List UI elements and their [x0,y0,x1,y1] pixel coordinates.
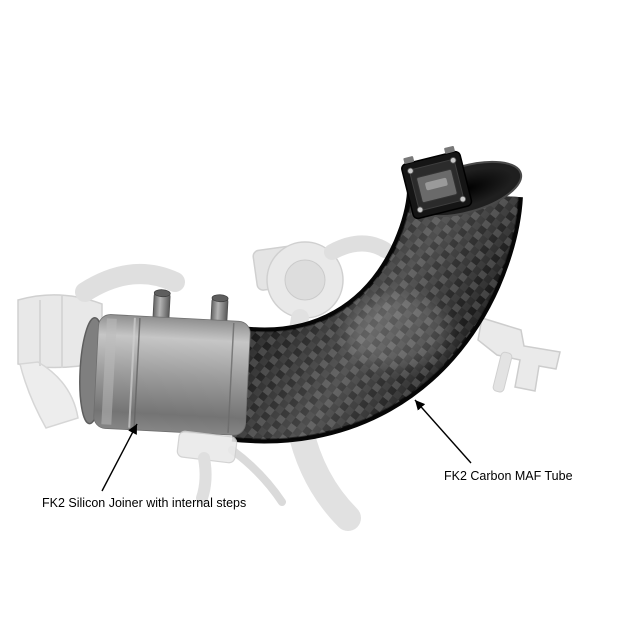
carbon-maf-tube [231,145,523,444]
leader-line-silicon-joiner [101,423,138,492]
ghost-bracket-under-joiner [176,430,238,504]
silicone-joiner [79,289,251,436]
annotation-maf-tube: FK2 Carbon MAF Tube [444,469,573,483]
joiner-body [93,314,251,436]
maf-sensor-mount [401,145,473,220]
leader-lines [101,399,472,492]
leader-line-maf-tube [414,399,472,464]
annotation-silicon-joiner: FK2 Silicon Joiner with internal steps [42,496,247,510]
